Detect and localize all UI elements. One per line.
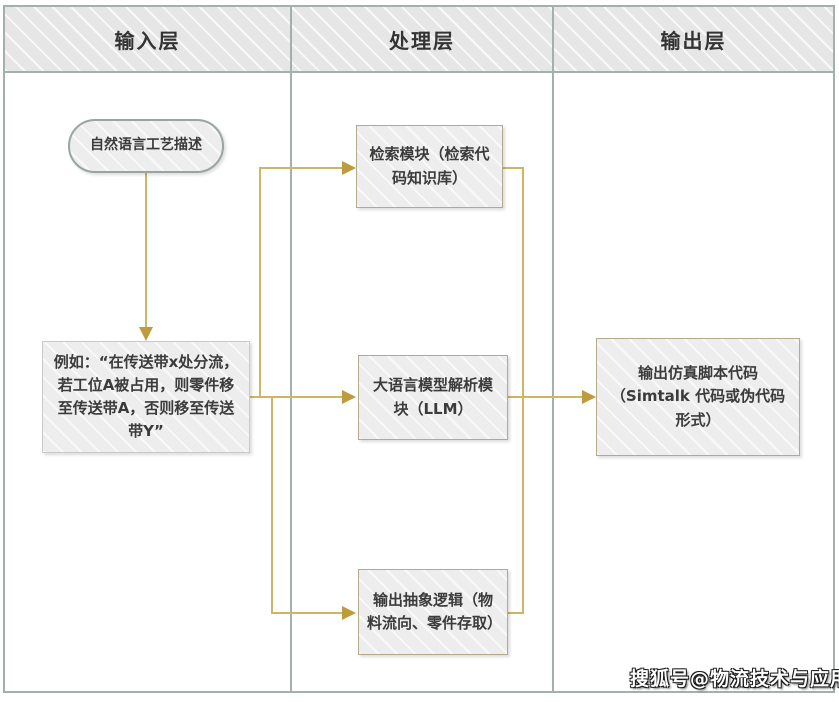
node-abstract-logic-output: 输出抽象逻辑（物料流向、零件存取） (358, 569, 508, 655)
sohu-watermark: 搜狐号@物流技术与应用 (630, 668, 839, 690)
node-llm-parsing-module: 大语言模型解析模块（LLM） (358, 355, 508, 440)
lane-divider-1 (290, 7, 292, 691)
lane-divider-2 (552, 7, 554, 691)
lane-header-processing: 处理层 (389, 28, 455, 53)
node-natural-language-description: 自然语言工艺描述 (68, 119, 224, 173)
lane-header-input: 输入层 (114, 28, 181, 53)
node-retrieval-module: 检索模块（检索代码知识库） (356, 125, 503, 208)
node-example-text: 例如：“在传送带x处分流，若工位A被占用，则零件移至传送带A，否则移至传送带Y” (42, 341, 250, 453)
lane-header-output: 输出层 (660, 28, 727, 53)
swimlane-header-band (5, 7, 833, 73)
node-simulation-script-output: 输出仿真脚本代码（Simtalk 代码或伪代码形式） (596, 338, 800, 456)
